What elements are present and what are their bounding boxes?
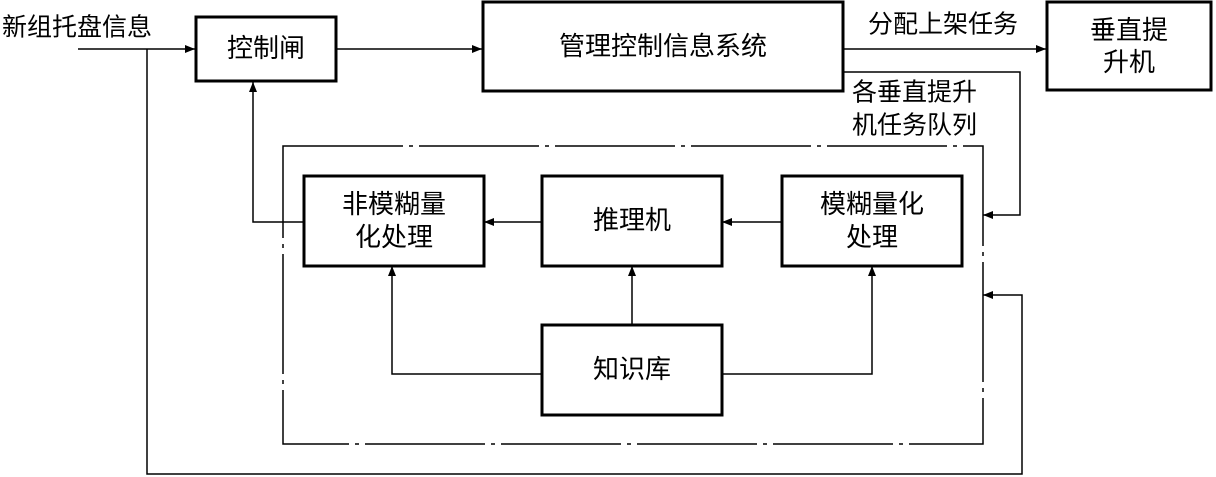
kb-to-fuzz-arrow: [722, 266, 876, 375]
defuzz-to-gate-arrow: [249, 82, 303, 223]
control-gate-box: 控制闸: [194, 15, 338, 83]
management-system-box: 管理控制信息系统: [481, 0, 845, 93]
inference-engine-label: 推理机: [593, 206, 671, 236]
connectors: [78, 45, 1046, 475]
fuzzification-box: 模糊量化 处理: [780, 174, 964, 268]
knowledge-base-box: 知识库: [540, 323, 724, 417]
vertical-lift-label-line2: 升机: [1103, 48, 1155, 78]
control-gate-label: 控制闸: [227, 34, 305, 64]
vertical-lift-label-line1: 垂直提: [1090, 16, 1168, 46]
defuzzification-label-line1: 非模糊量: [342, 190, 446, 220]
fuzzification-label-line2: 处理: [846, 223, 898, 253]
inference-engine-box: 推理机: [540, 174, 724, 268]
queue-label-line1: 各垂直提升: [852, 78, 977, 107]
queue-label-line2: 机任务队列: [852, 111, 977, 140]
management-system-label: 管理控制信息系统: [559, 32, 767, 62]
defuzzification-box: 非模糊量 化处理: [302, 174, 486, 268]
assign-task-label: 分配上架任务: [868, 10, 1018, 39]
defuzzification-label-line2: 化处理: [355, 223, 433, 253]
knowledge-base-label: 知识库: [593, 355, 671, 385]
bottom-feedback-arrow: [146, 49, 1023, 475]
kb-to-defuzz-arrow: [388, 266, 542, 375]
vertical-lift-box: 垂直提 升机: [1045, 0, 1213, 92]
fuzzification-label-line1: 模糊量化: [820, 190, 924, 220]
queue-feed-arrow: [843, 71, 1021, 219]
input-label: 新组托盘信息: [2, 13, 152, 42]
